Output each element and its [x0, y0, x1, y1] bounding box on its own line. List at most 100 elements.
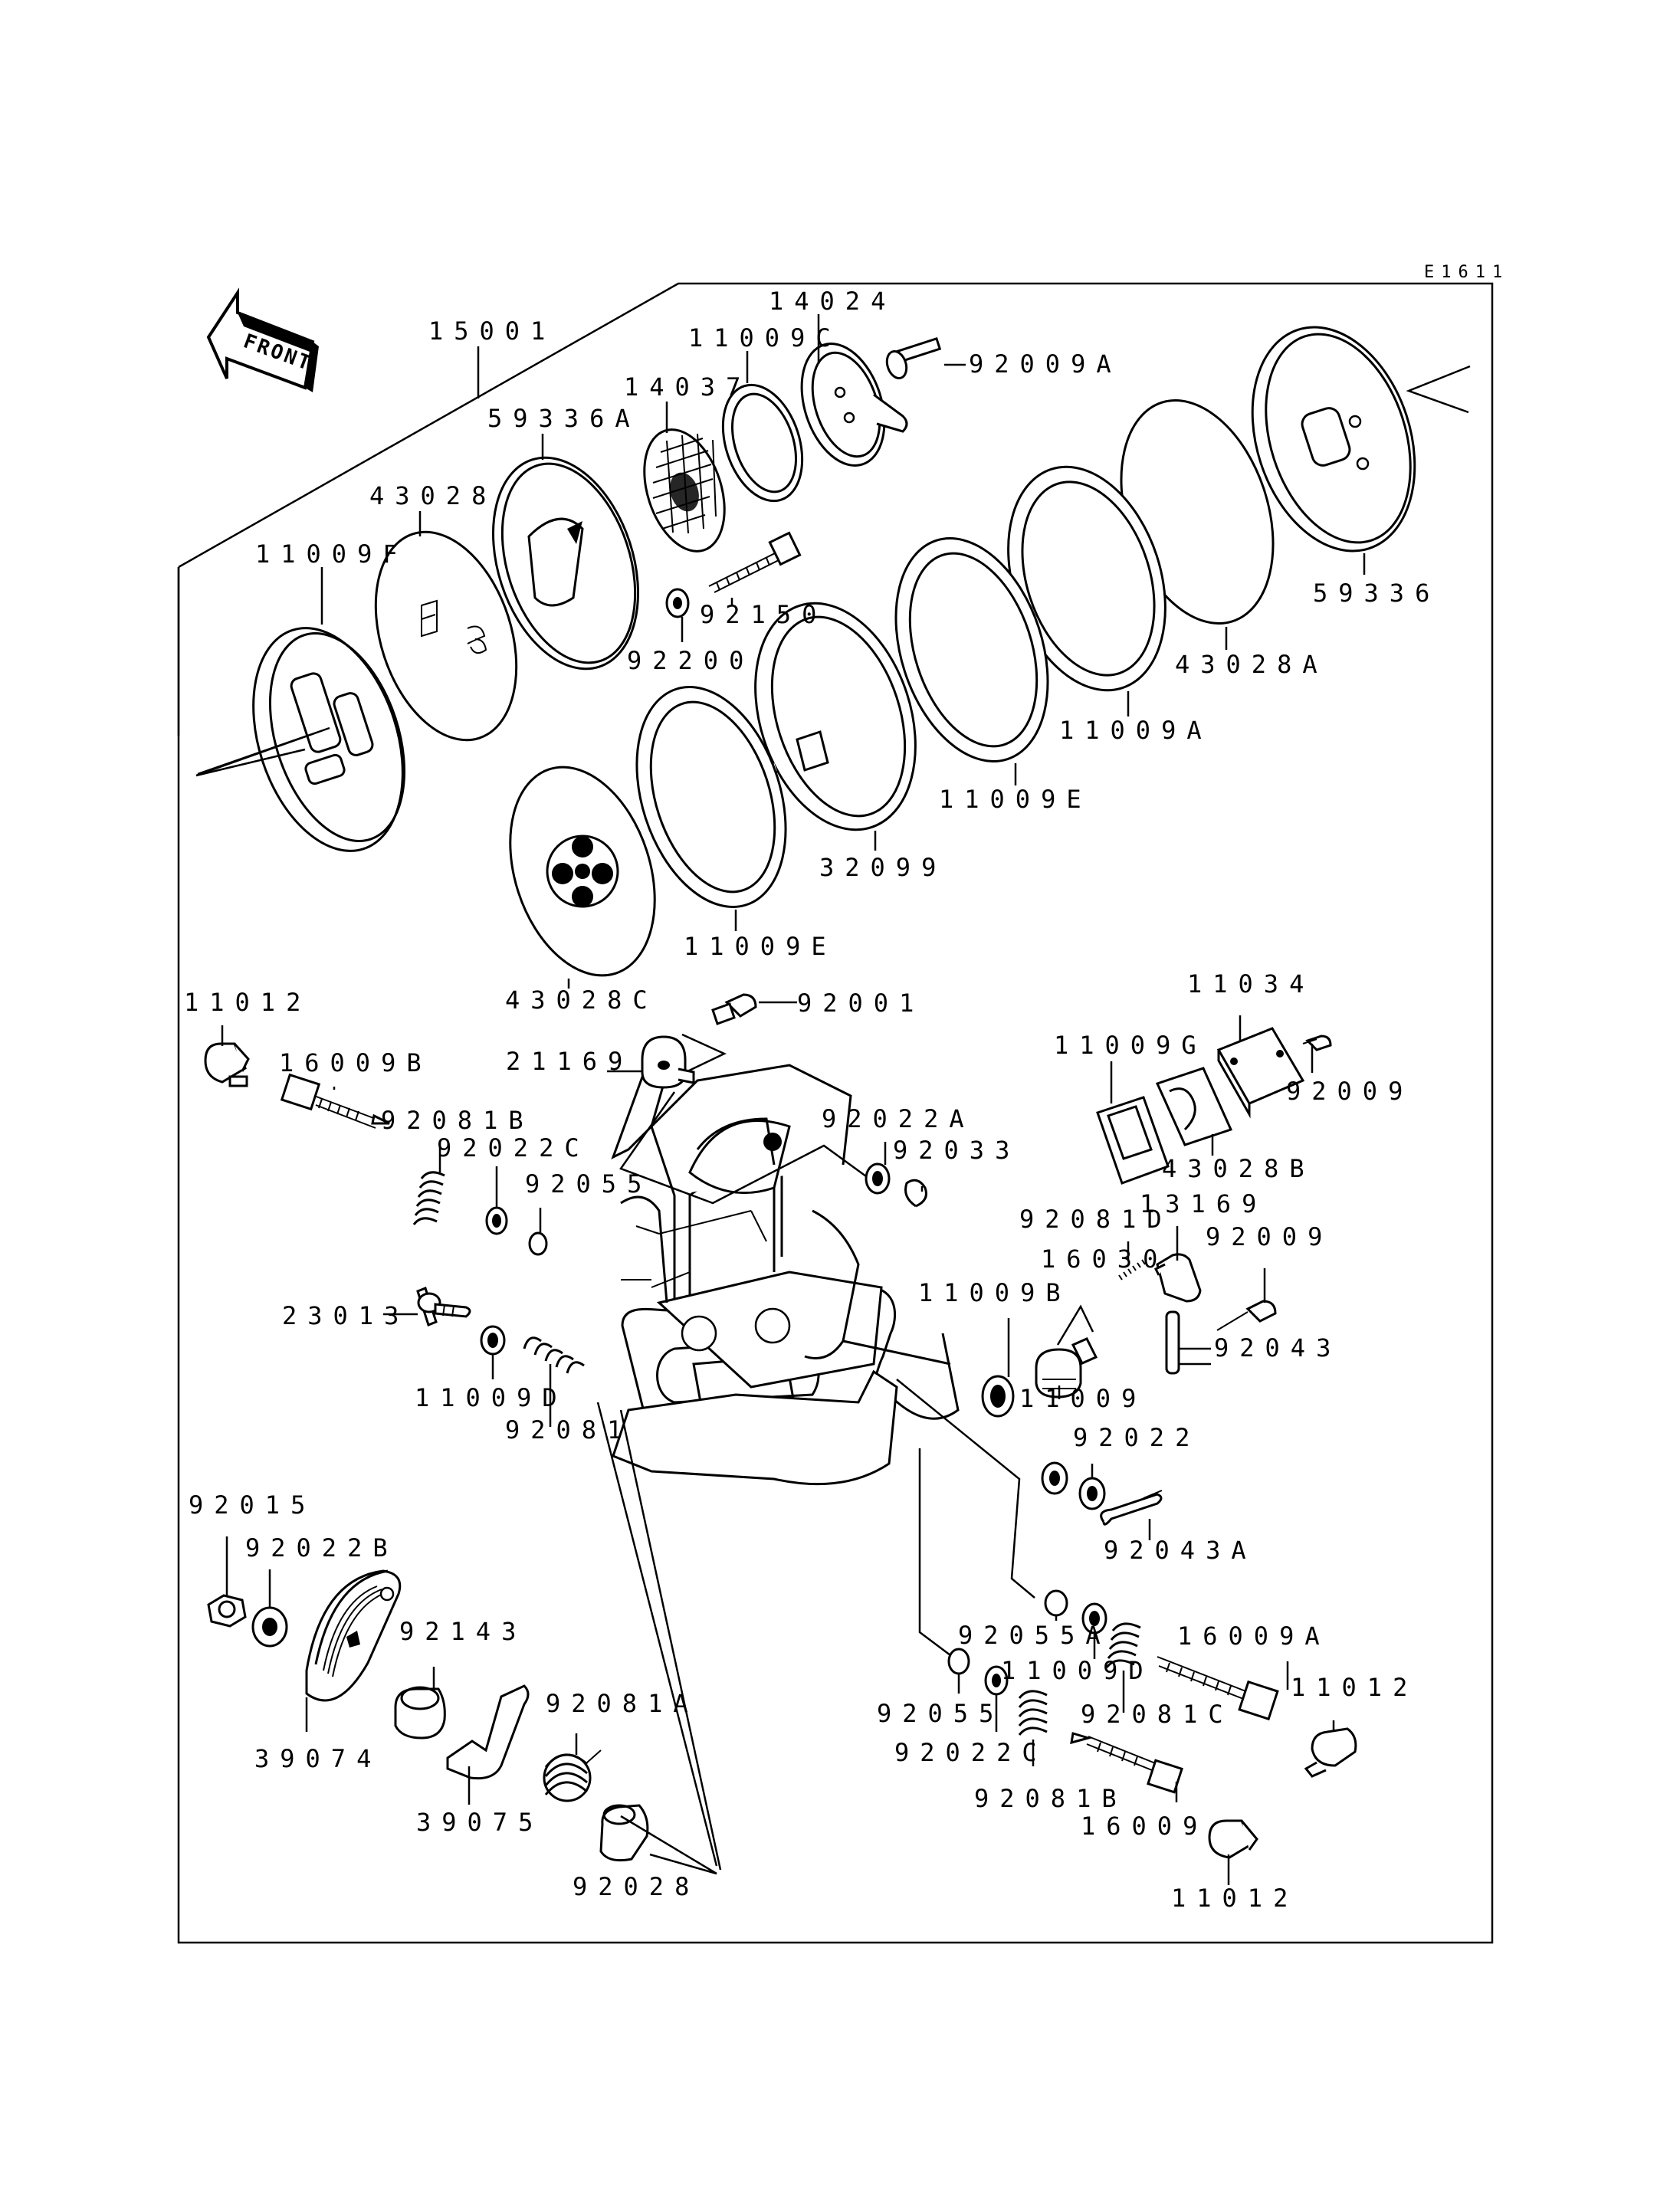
leader-92028 — [620, 1815, 717, 1875]
needle-16009 — [1070, 1732, 1183, 1794]
label-92055-left: 92055 — [525, 1169, 652, 1199]
gasket-11009e-upper — [894, 537, 1049, 762]
label-14024: 14024 — [769, 287, 896, 316]
label-11009b: 11009B — [918, 1278, 1071, 1307]
spring-92081c — [1105, 1622, 1141, 1668]
needle-16009b-left — [280, 1073, 390, 1129]
label-92081b-right: 92081B — [974, 1784, 1127, 1813]
label-92143: 92143 — [399, 1617, 527, 1646]
washer-92022c-right — [984, 1665, 1009, 1696]
gasket-43028b — [1155, 1067, 1233, 1146]
label-92150: 92150 — [700, 600, 827, 629]
pump-body-32099 — [754, 602, 917, 831]
label-92043: 92043 — [1214, 1333, 1341, 1362]
label-92033: 92033 — [893, 1136, 1020, 1165]
washer-11009-body — [1041, 1461, 1068, 1495]
label-39074: 39074 — [254, 1744, 382, 1773]
label-43028: 43028 — [369, 481, 497, 510]
oring-11009b — [981, 1375, 1015, 1418]
label-92022a: 92022A — [822, 1104, 975, 1133]
collar-92028 — [599, 1804, 649, 1862]
label-14037: 14037 — [624, 372, 751, 402]
clip-92033 — [904, 1179, 927, 1208]
spring-92081a — [543, 1749, 602, 1802]
label-23013: 23013 — [282, 1301, 409, 1330]
screw-92009a — [885, 336, 942, 380]
label-92022c-right: 92022C — [894, 1738, 1048, 1767]
gasket-11009f — [252, 627, 406, 852]
label-92028: 92028 — [573, 1872, 700, 1901]
label-32099: 32099 — [819, 853, 947, 882]
leader-92081-body — [596, 1402, 718, 1867]
label-13169: 13169 — [1140, 1189, 1267, 1218]
leader-gasket-edge-left — [195, 726, 330, 777]
oring-92055-left — [528, 1231, 548, 1256]
label-92022c-left: 92022C — [437, 1133, 590, 1162]
label-11009: 11009 — [1019, 1384, 1147, 1413]
label-11012-right-1: 11012 — [1291, 1673, 1418, 1702]
label-92081a: 92081A — [546, 1689, 699, 1718]
label-21169: 21169 — [506, 1047, 633, 1076]
label-11009c: 11009C — [688, 323, 842, 353]
cover-59336 — [1251, 326, 1416, 553]
label-92055-right: 92055 — [877, 1699, 1004, 1728]
label-43028a: 43028A — [1175, 650, 1328, 679]
label-11009g: 11009G — [1054, 1031, 1207, 1060]
diagram-frame — [177, 282, 1494, 1944]
needle-16009a — [1157, 1656, 1279, 1721]
label-11009e-lower: 11009E — [684, 932, 837, 961]
washer-92022a — [865, 1162, 891, 1195]
leader-21169-body — [619, 1091, 867, 1205]
label-11009a: 11009A — [1059, 716, 1212, 745]
spring-92081 — [523, 1336, 585, 1374]
pin-92043 — [1165, 1310, 1180, 1375]
lever-39075 — [446, 1684, 530, 1780]
label-92081d: 92081D — [1019, 1205, 1173, 1234]
spring-92081b-left — [412, 1171, 445, 1225]
screw-92009-mid — [1216, 1300, 1277, 1331]
label-11009f: 11009F — [255, 539, 409, 569]
collar-92143 — [394, 1686, 446, 1740]
label-16009: 16009 — [1081, 1812, 1208, 1841]
valve-plate-43028c — [509, 766, 656, 977]
float-valve-16030 — [1035, 1337, 1098, 1399]
spring-92081d — [1118, 1259, 1146, 1280]
label-92022: 92022 — [1073, 1423, 1200, 1452]
washer-92022c-left — [485, 1206, 508, 1235]
label-43028c: 43028C — [505, 985, 658, 1015]
label-16030: 16030 — [1041, 1244, 1168, 1274]
leader-lines — [221, 314, 1366, 1885]
leader-body-right — [896, 1379, 1035, 1599]
label-92043a: 92043A — [1104, 1536, 1257, 1565]
label-92081: 92081 — [505, 1415, 632, 1444]
carburetor-body — [611, 1064, 960, 1486]
leader-16030 — [1056, 1304, 1094, 1346]
label-92081c: 92081C — [1081, 1700, 1234, 1729]
diaphragm-43028 — [374, 530, 518, 742]
nut-92015 — [207, 1594, 247, 1628]
cover-59336a — [492, 456, 639, 671]
cover-11034 — [1216, 1027, 1305, 1119]
label-11009d-left: 11009D — [415, 1383, 568, 1412]
bolt-92001 — [711, 993, 757, 1025]
label-92022b: 92022B — [245, 1533, 399, 1562]
label-11009d-right: 11009D — [1001, 1656, 1154, 1685]
label-92081b-left: 92081B — [381, 1106, 534, 1135]
label-11012-right-2: 11012 — [1171, 1884, 1298, 1913]
screw-92009-right — [1302, 1035, 1332, 1051]
washer-92022b — [251, 1606, 288, 1648]
oring-92055a — [1044, 1589, 1068, 1617]
diagram-code: E1611 — [1424, 263, 1509, 282]
cap-11012-right-1 — [1304, 1727, 1357, 1778]
screen-14037 — [643, 428, 726, 553]
label-92001: 92001 — [797, 989, 924, 1018]
throttle-plate-39074 — [305, 1569, 402, 1702]
label-59336a: 59336A — [487, 404, 641, 433]
cap-11012-left — [204, 1042, 250, 1087]
label-11009e-upper: 11009E — [939, 785, 1092, 814]
label-43028b: 43028B — [1162, 1154, 1315, 1183]
label-11012-left: 11012 — [184, 988, 311, 1017]
oring-11009d-right — [1081, 1602, 1107, 1635]
label-16009a: 16009A — [1177, 1622, 1331, 1651]
